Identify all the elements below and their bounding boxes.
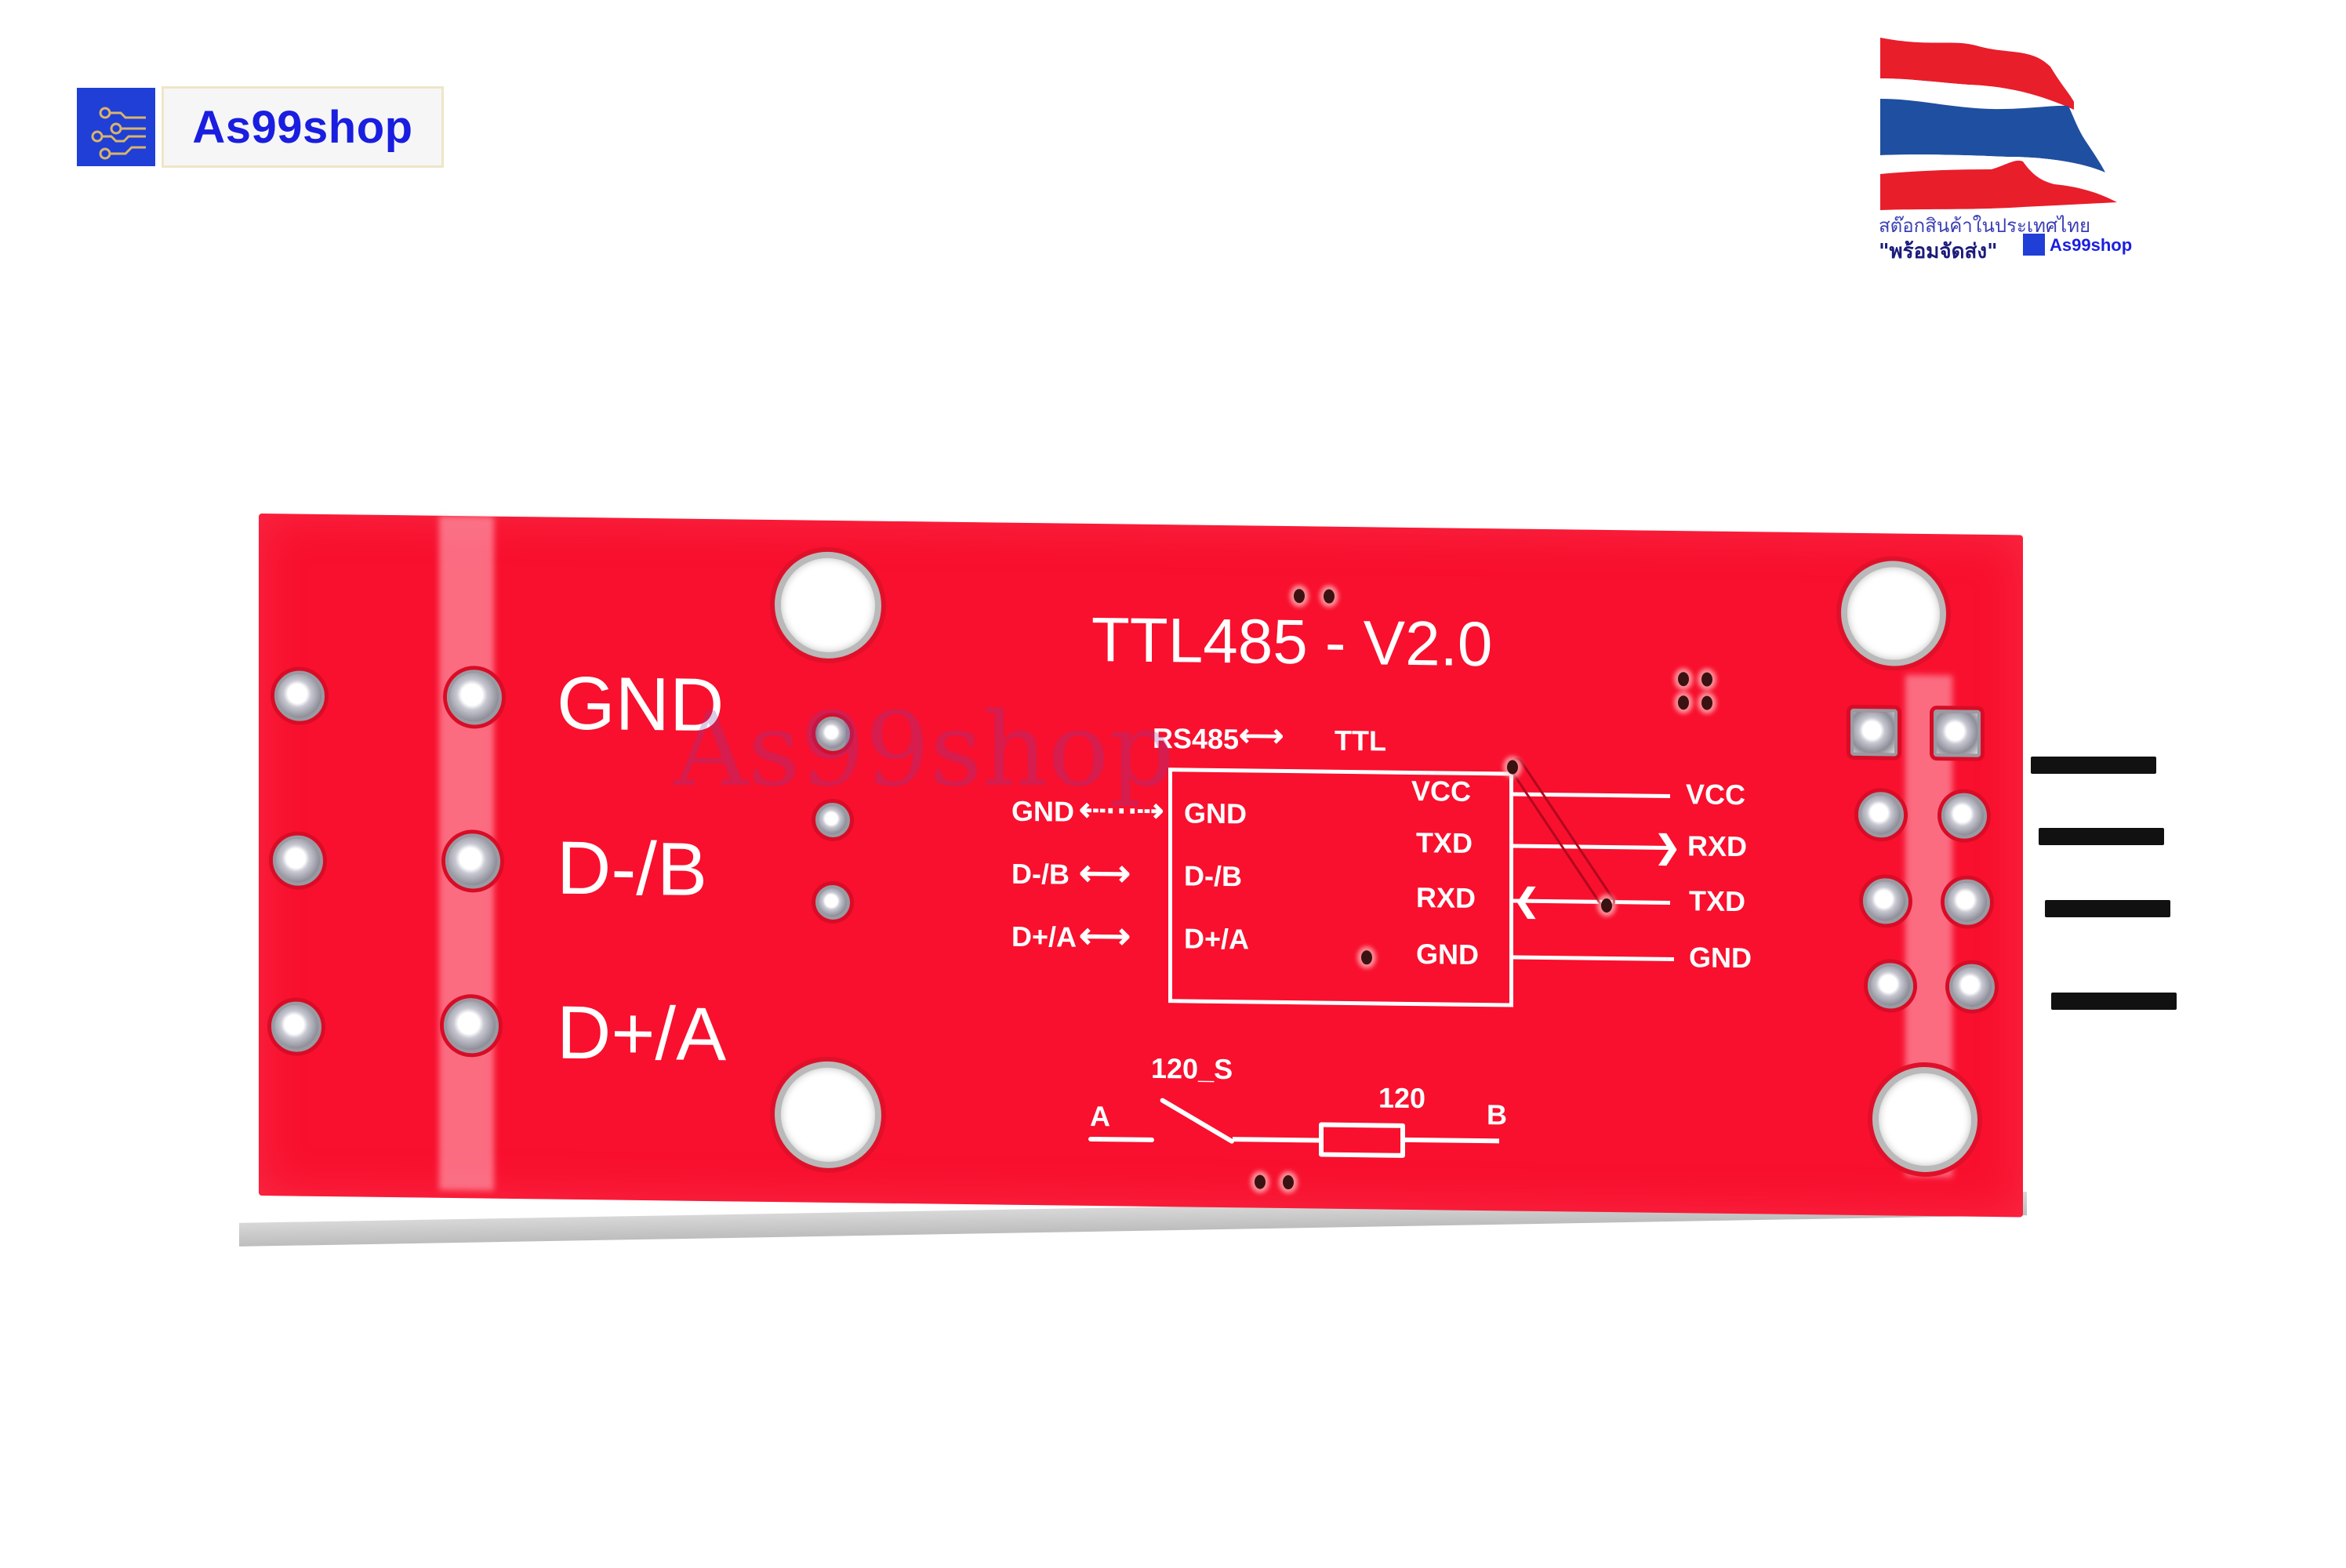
shop-logo: As99shop: [77, 86, 449, 169]
wiring-diagram: RS485 ⟷ TTL GND ⇠⋯⇢ D-/B ⟷ D+/A ⟷ GND D-…: [259, 514, 2023, 1007]
diagram-right-rxd: RXD: [1687, 829, 1748, 863]
shop-logo-text: As99shop: [192, 101, 413, 153]
switch-label-120-s: 120_S: [1151, 1051, 1233, 1086]
chip-pin-txd: TXD: [1416, 826, 1473, 859]
diagram-left-d-plus-a: D+/A: [1011, 920, 1077, 953]
header-pin-4: [2051, 993, 2177, 1010]
end-label-a: A: [1090, 1099, 1110, 1133]
via: [1324, 589, 1335, 604]
pad-left-2: [273, 835, 323, 887]
end-label-b: B: [1487, 1098, 1507, 1131]
diagram-right-vcc: VCC: [1686, 778, 1746, 811]
mounting-hole-top-right: [1841, 560, 1946, 667]
line-txd-to-rxd: [1513, 844, 1670, 850]
mounting-hole-top-left: [775, 551, 881, 659]
circuit-traces-icon: [77, 88, 155, 166]
terminal-label-d-minus-b: D-/B: [557, 826, 707, 912]
via: [1701, 695, 1712, 710]
board-title: TTL485 - V2.0: [1091, 604, 1493, 680]
thailand-flag-icon: [1880, 38, 2117, 210]
shop-logo-box: As99shop: [162, 86, 444, 168]
via: [1255, 1174, 1266, 1189]
via: [1601, 898, 1612, 913]
header-pad-2b: [1941, 793, 1987, 839]
header-pad-3a: [1863, 877, 1908, 924]
ttl485-board: GND D-/B D+/A TTL485 - V2.0 RS485 ⟷ TTL …: [259, 514, 2023, 1218]
terminal-label-d-plus-a: D+/A: [557, 990, 727, 1077]
via: [1507, 760, 1518, 775]
pad-gnd: [447, 669, 502, 725]
header-pad-sq-2: [1934, 710, 1981, 757]
via: [1294, 589, 1305, 604]
pad-left-1: [274, 670, 325, 722]
chip-pin-d-minus-b: D-/B: [1184, 859, 1242, 893]
mounting-hole-bottom-left: [775, 1061, 881, 1169]
arrow-right-icon: ❯: [1654, 829, 1681, 866]
header-pad-4a: [1868, 963, 1913, 1009]
pad-left-3: [271, 1001, 321, 1052]
stock-in-thailand-badge: สต๊อกสินค้าในประเทศไทย "พร้อมจัดส่ง" As9…: [1858, 24, 2141, 263]
via: [1678, 695, 1689, 710]
chip-pin-gnd-ttl: GND: [1416, 938, 1479, 971]
line-b: [1405, 1137, 1499, 1144]
termination-schematic: 120_S A 120 B: [259, 514, 2023, 1190]
shop-watermark: As99shop: [674, 690, 1175, 809]
bidirectional-arrow-icon: ⟷: [1239, 718, 1284, 753]
mini-shop-logo-icon: [2023, 234, 2045, 256]
via: [1678, 672, 1689, 687]
via: [1283, 1174, 1294, 1190]
header-pin-1: [2031, 757, 2156, 774]
header-pin-2: [2039, 828, 2164, 845]
pad-small-3: [815, 884, 850, 920]
bidirectional-arrow-icon: ⟷: [1079, 914, 1131, 956]
header-pad-sq-1: [1850, 708, 1898, 757]
header-pad-4b: [1949, 964, 1995, 1011]
diagram-header-ttl: TTL: [1335, 724, 1386, 757]
header-pin-3: [2045, 900, 2170, 917]
bidirectional-arrow-icon: ⟷: [1079, 851, 1131, 894]
line-a: [1088, 1136, 1154, 1142]
mounting-hole-bottom-right: [1872, 1066, 1977, 1173]
arrow-left-icon: ❮: [1513, 883, 1540, 918]
pad-d-plus-a: [444, 997, 499, 1054]
pad-d-minus-b: [445, 833, 500, 889]
diagram-right-gnd: GND: [1689, 941, 1752, 975]
via: [1701, 672, 1712, 687]
header-pad-2a: [1858, 791, 1904, 838]
diagram-left-d-minus-b: D-/B: [1011, 857, 1070, 891]
chip-pin-vcc: VCC: [1411, 774, 1472, 808]
badge-caption-stock: สต๊อกสินค้าในประเทศไทย: [1879, 215, 2091, 237]
mini-shop-logo-text: As99shop: [2050, 235, 2133, 255]
resistor-symbol: [1319, 1122, 1405, 1158]
chip-pin-gnd: GND: [1184, 797, 1247, 830]
line-mid: [1233, 1137, 1319, 1143]
diagram-right-txd: TXD: [1689, 884, 1745, 918]
chip-pin-d-plus-a: D+/A: [1184, 922, 1250, 956]
chip-pin-rxd: RXD: [1416, 881, 1476, 914]
resistor-label-120: 120: [1378, 1081, 1426, 1115]
via: [1361, 950, 1372, 965]
line-gnd: [1513, 955, 1674, 962]
switch-lever: [1159, 1097, 1236, 1145]
badge-caption-ready: "พร้อมจัดส่ง": [1879, 240, 1998, 263]
header-pad-3b: [1945, 879, 1990, 925]
